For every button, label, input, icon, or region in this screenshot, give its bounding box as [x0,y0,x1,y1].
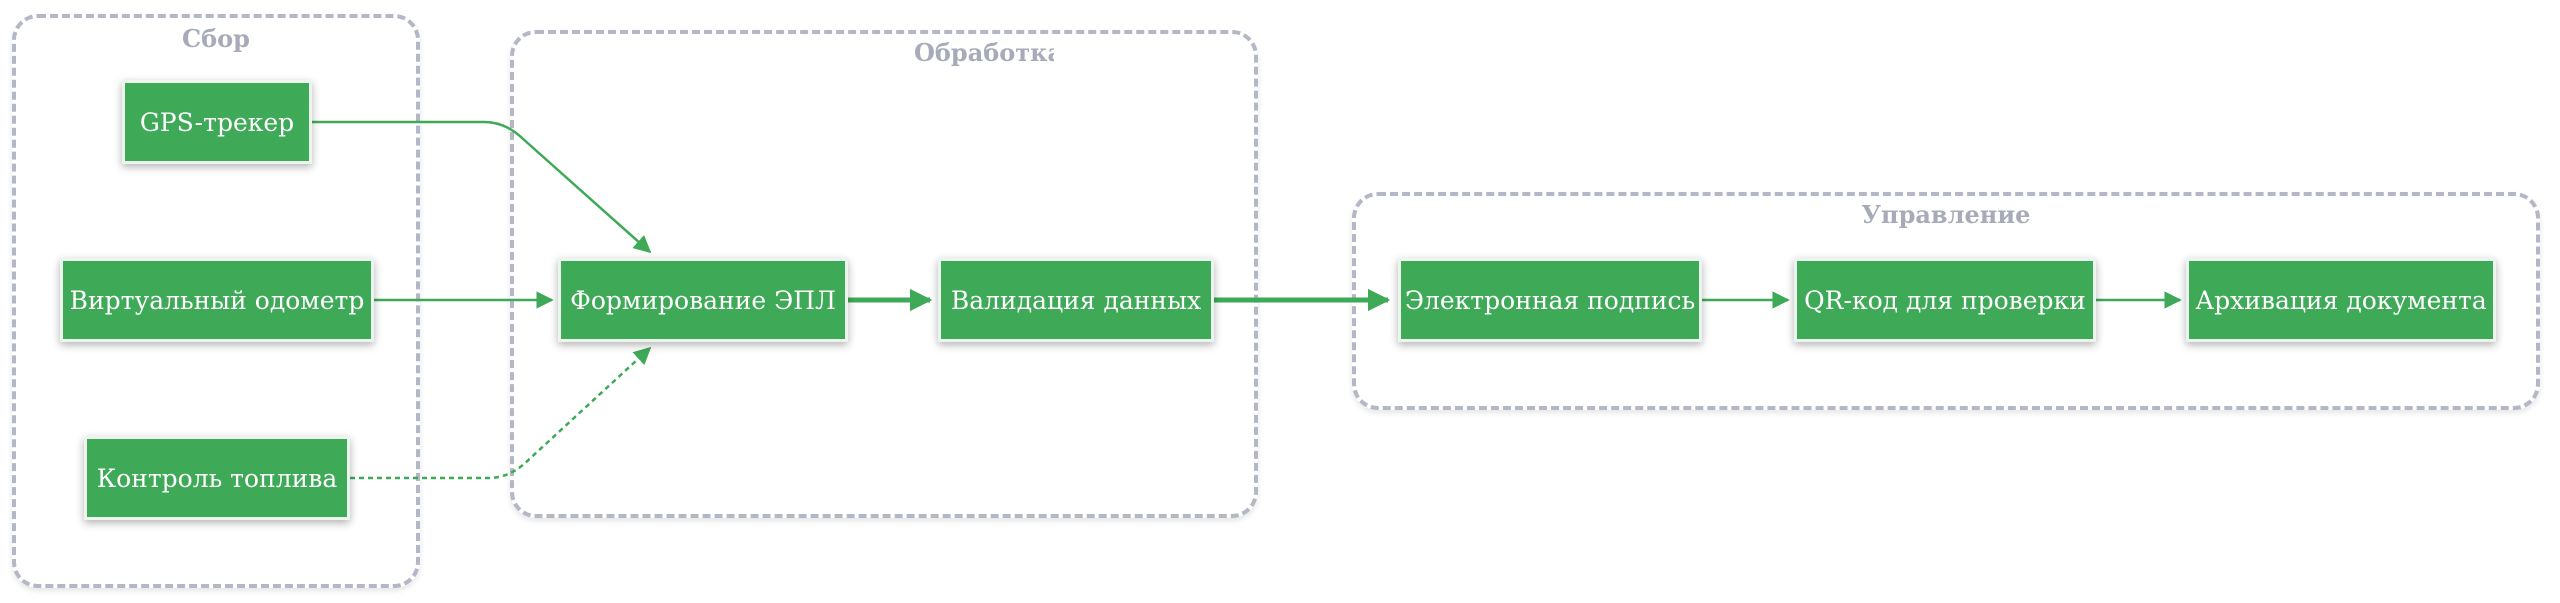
node-document-archive[interactable]: Архивация документа [2186,258,2496,342]
edge-gps-to-epl [312,120,652,254]
node-fuel-control[interactable]: Контроль топлива [84,436,350,520]
node-qr-code[interactable]: QR-код для проверки [1794,258,2096,342]
group-process-title: Обработка [914,38,1054,67]
group-manage-title: Управление [1861,200,2031,229]
group-process: Обработка [510,30,1258,518]
edge-fuel-to-epl [350,346,652,480]
node-data-validation[interactable]: Валидация данных [938,258,1214,342]
node-epl-formation[interactable]: Формирование ЭПЛ [558,258,848,342]
group-collect-title: Сбор [182,24,250,53]
node-electronic-signature[interactable]: Электронная подпись [1398,258,1702,342]
node-virtual-odometer[interactable]: Виртуальный одометр [60,258,374,342]
node-gps-tracker[interactable]: GPS-трекер [122,80,312,164]
